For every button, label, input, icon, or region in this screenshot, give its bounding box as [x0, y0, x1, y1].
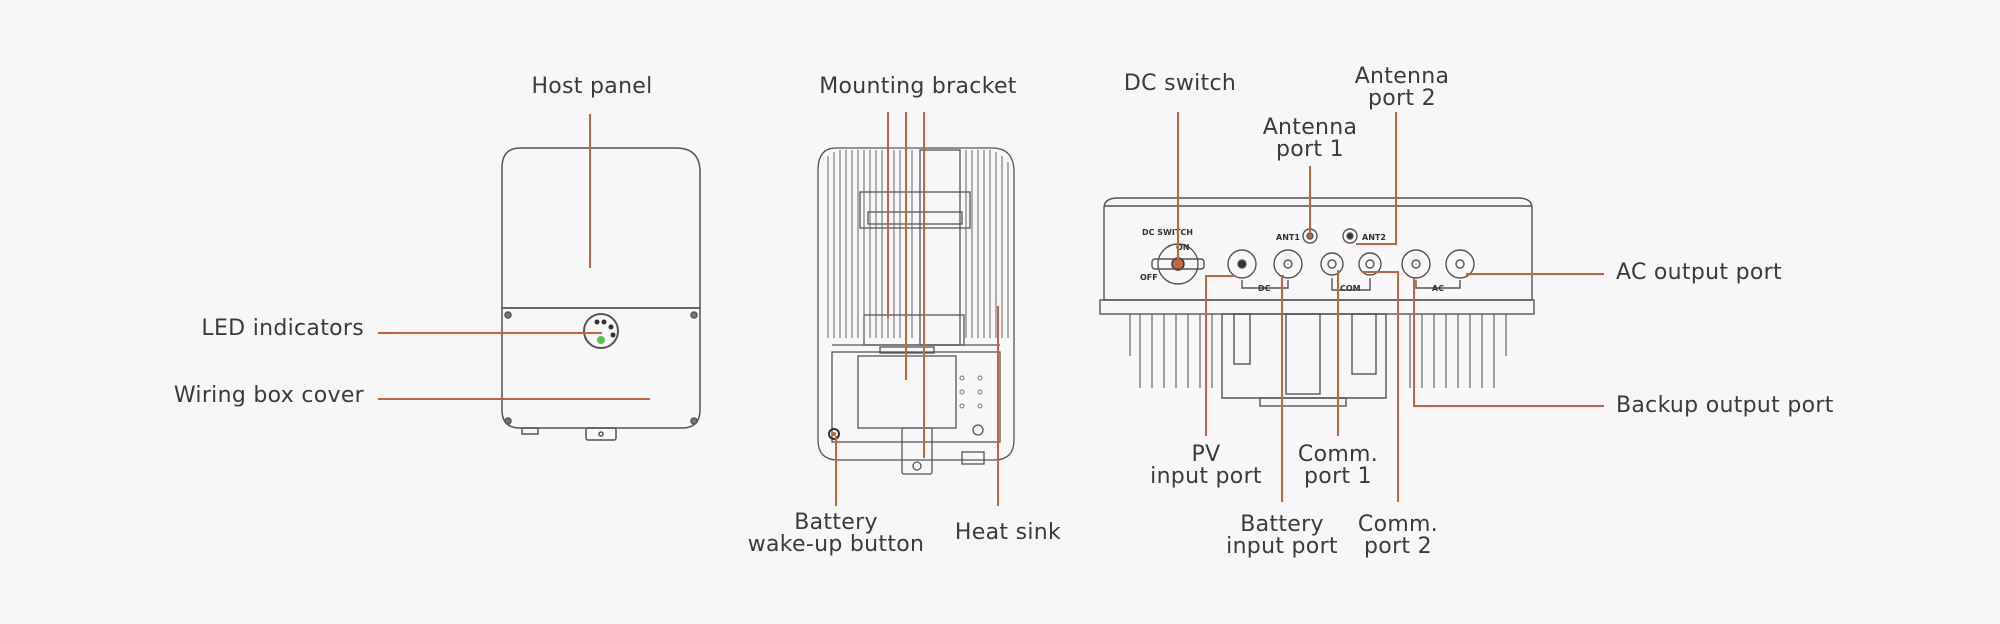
- label-battery-input-line2: input port: [1226, 534, 1338, 559]
- label-comm-1-line2: port 1: [1304, 464, 1372, 489]
- label-comm-2-line2: port 2: [1364, 534, 1432, 559]
- back-view-dots: [959, 375, 983, 409]
- label-pv-line2: input port: [1150, 464, 1262, 489]
- label-pv-input-port: PV input port: [1140, 444, 1272, 488]
- label-battery-input-port: Battery input port: [1214, 514, 1350, 558]
- label-battery-wakeup-line2: wake-up button: [747, 532, 925, 557]
- print-on: ON: [1176, 243, 1190, 252]
- wiring-box-shape: [501, 307, 701, 429]
- label-pv-line1: PV: [1191, 442, 1221, 467]
- print-ant1: ANT1: [1276, 233, 1300, 242]
- label-mounting-bracket: Mounting bracket: [819, 74, 1017, 99]
- leader-antenna-2: [1356, 112, 1397, 245]
- bottom-heat-sink-fins: [1129, 314, 1507, 388]
- host-panel-shape: [501, 147, 701, 309]
- label-antenna-2-line2: port 2: [1368, 86, 1436, 111]
- leader-backup-output: [1413, 278, 1604, 407]
- label-antenna-1-line2: port 1: [1276, 137, 1344, 162]
- leader-battery-input: [1281, 275, 1284, 502]
- led-ring: [583, 313, 619, 349]
- label-battery-wakeup-line1: Battery: [794, 510, 878, 535]
- print-off: OFF: [1140, 273, 1158, 282]
- label-antenna-port-1: Antenna port 1: [1250, 117, 1370, 161]
- label-ac-output-port: AC output port: [1616, 260, 1782, 285]
- label-dc-switch: DC switch: [1123, 71, 1237, 96]
- label-antenna-port-2: Antenna port 2: [1342, 66, 1462, 110]
- wakeup-button-shape: [828, 428, 840, 440]
- label-comm-1-line1: Comm.: [1297, 442, 1379, 467]
- label-heat-sink: Heat sink: [954, 520, 1062, 545]
- label-wiring-box-cover: Wiring box cover: [173, 383, 364, 408]
- label-antenna-2-line1: Antenna: [1354, 64, 1450, 89]
- back-view-device: [817, 147, 1015, 475]
- leader-pv-input: [1205, 275, 1236, 436]
- bottom-view-device: [1099, 197, 1535, 407]
- label-battery-input-line1: Battery: [1240, 512, 1324, 537]
- label-host-panel: Host panel: [531, 74, 653, 99]
- led-dots: [594, 319, 616, 344]
- label-comm-2-line1: Comm.: [1357, 512, 1439, 537]
- print-dc-switch: DC SWITCH: [1142, 228, 1193, 237]
- print-ac: AC: [1432, 284, 1444, 293]
- label-comm-port-2: Comm. port 2: [1340, 514, 1456, 558]
- led-green-indicator: [597, 336, 605, 344]
- print-dc: DC: [1258, 284, 1271, 293]
- leader-comm-2: [1362, 271, 1399, 502]
- leader-lines: [378, 112, 1604, 506]
- heat-sink-fins: [827, 150, 1009, 338]
- label-antenna-1-line1: Antenna: [1262, 115, 1358, 140]
- label-led-indicators: LED indicators: [201, 316, 364, 341]
- label-backup-output-port: Backup output port: [1616, 393, 1834, 418]
- front-view-device: [501, 147, 701, 441]
- label-battery-wakeup-button: Battery wake-up button: [738, 512, 934, 556]
- print-ant2: ANT2: [1362, 233, 1386, 242]
- label-comm-port-1: Comm. port 1: [1280, 444, 1396, 488]
- print-com: COM: [1340, 284, 1361, 293]
